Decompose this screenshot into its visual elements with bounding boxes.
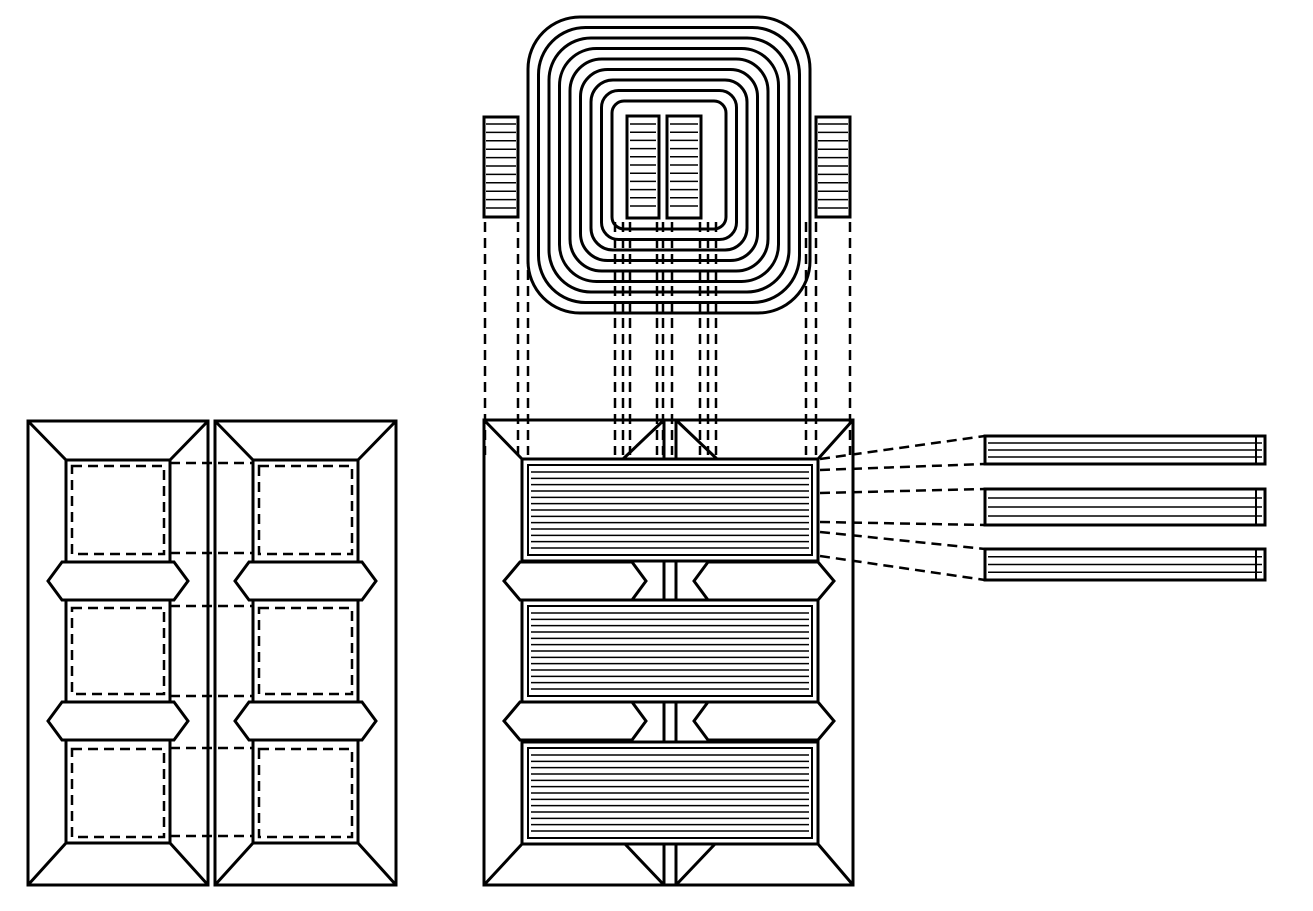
bar-projection-dashed-line <box>819 530 986 551</box>
dashed-window-outline <box>257 606 354 696</box>
lamination-bar <box>983 547 1267 582</box>
center-bevel-line <box>482 418 524 461</box>
center-window-separator <box>502 560 648 602</box>
center-bevel-line <box>621 418 666 461</box>
center-window-separator <box>692 700 836 742</box>
window-separator <box>46 560 190 602</box>
center-bevel-line <box>623 842 666 887</box>
frame-bevel-line <box>168 419 210 462</box>
center-bevel-line <box>482 842 524 887</box>
window-separator <box>233 560 378 602</box>
frame-bevel-line <box>213 841 255 887</box>
coil-winding-turn <box>568 57 770 273</box>
coil-inner-leg <box>625 114 661 220</box>
frame-bevel-line <box>213 419 255 462</box>
center-bevel-line <box>816 418 855 461</box>
outer-frame-edge <box>26 419 210 887</box>
dashed-window-outline <box>257 747 354 839</box>
coil-winding-turn <box>610 99 728 231</box>
bar-projection-dashed-line <box>819 554 986 582</box>
frame-bevel-line <box>26 419 68 462</box>
window-separator <box>233 700 378 742</box>
bar-projection-dashed-line <box>819 434 986 461</box>
coil-winding-turn <box>526 15 812 315</box>
laminated-window-inner-edge <box>527 605 813 697</box>
wound-coil-top-view <box>482 15 852 315</box>
inner-frame-edge <box>251 458 360 845</box>
coil-winding-turn <box>579 68 759 262</box>
dashed-window-outline <box>70 747 166 839</box>
frame-bevel-line <box>356 419 398 462</box>
laminated-window-inner-edge <box>527 464 813 556</box>
coil-winding-turn <box>558 47 780 283</box>
bar-projection-lines <box>819 434 986 582</box>
lamination-bar <box>983 434 1267 466</box>
coil-inner-leg <box>665 114 703 220</box>
coil-winding-turn <box>537 26 801 304</box>
center-core-frame <box>482 418 855 887</box>
coil-projection-lines <box>483 222 852 455</box>
coil-winding-turn <box>547 36 791 294</box>
dashed-window-outline <box>70 464 166 556</box>
coil-winding-turn <box>589 78 749 252</box>
left-frame-projection-lines <box>170 461 254 838</box>
window-separator <box>46 700 190 742</box>
coil-winding-turn <box>600 89 738 241</box>
left-core-frames <box>26 419 398 887</box>
dashed-window-outline <box>70 606 166 696</box>
inner-frame-edge <box>64 458 172 845</box>
outer-frame-edge <box>213 419 398 887</box>
lamination-bar <box>983 487 1267 527</box>
bar-projection-dashed-line <box>819 487 986 495</box>
frame-bevel-line <box>356 841 398 887</box>
center-window-separator <box>502 700 648 742</box>
center-frame-outer-edge <box>482 418 855 887</box>
frame-bevel-line <box>168 841 210 887</box>
lamination-bar-stacks <box>983 434 1267 582</box>
center-bevel-line <box>674 842 717 887</box>
laminated-window-inner-edge <box>527 747 813 839</box>
bar-projection-dashed-line <box>819 462 986 472</box>
frame-bevel-line <box>26 841 68 887</box>
bar-projection-dashed-line <box>819 520 986 527</box>
dashed-window-outline <box>257 464 354 556</box>
center-bevel-line <box>816 843 855 886</box>
center-bevel-line <box>674 418 719 461</box>
center-window-separator <box>692 560 836 602</box>
